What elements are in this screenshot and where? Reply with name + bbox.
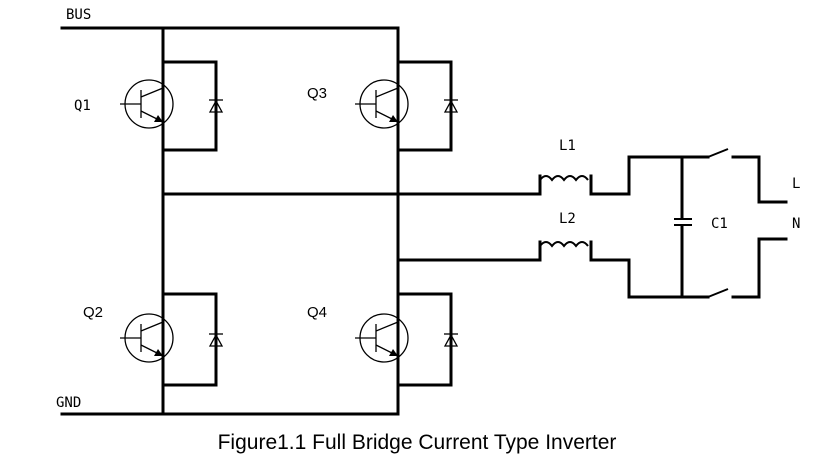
q2-label: Q2 xyxy=(83,304,103,321)
q2-transistor xyxy=(120,292,218,387)
q1-label: Q1 xyxy=(74,98,91,114)
l2-label: L2 xyxy=(559,211,576,227)
c1-label: C1 xyxy=(711,216,728,232)
q2-diode xyxy=(208,333,224,347)
c1-capacitor xyxy=(674,155,692,299)
output-n-label: N xyxy=(792,216,800,232)
q3-transistor xyxy=(355,60,453,152)
l1-label: L1 xyxy=(559,138,576,154)
gnd-label: GND xyxy=(56,395,81,411)
l1-inductor xyxy=(538,155,684,196)
q3-label: Q3 xyxy=(307,85,327,102)
q1-transistor xyxy=(120,60,218,152)
q1-diode xyxy=(208,99,224,113)
switch-top xyxy=(680,148,788,204)
figure-caption: Figure1.1 Full Bridge Current Type Inver… xyxy=(217,431,617,454)
l2-inductor xyxy=(538,240,684,299)
q4-diode xyxy=(443,333,459,347)
output-l-label: L xyxy=(792,176,800,192)
switch-bottom xyxy=(680,237,788,299)
q3-diode xyxy=(443,99,459,113)
bus-label: BUS xyxy=(66,7,91,23)
q4-label: Q4 xyxy=(307,304,327,321)
q4-transistor xyxy=(355,292,453,387)
